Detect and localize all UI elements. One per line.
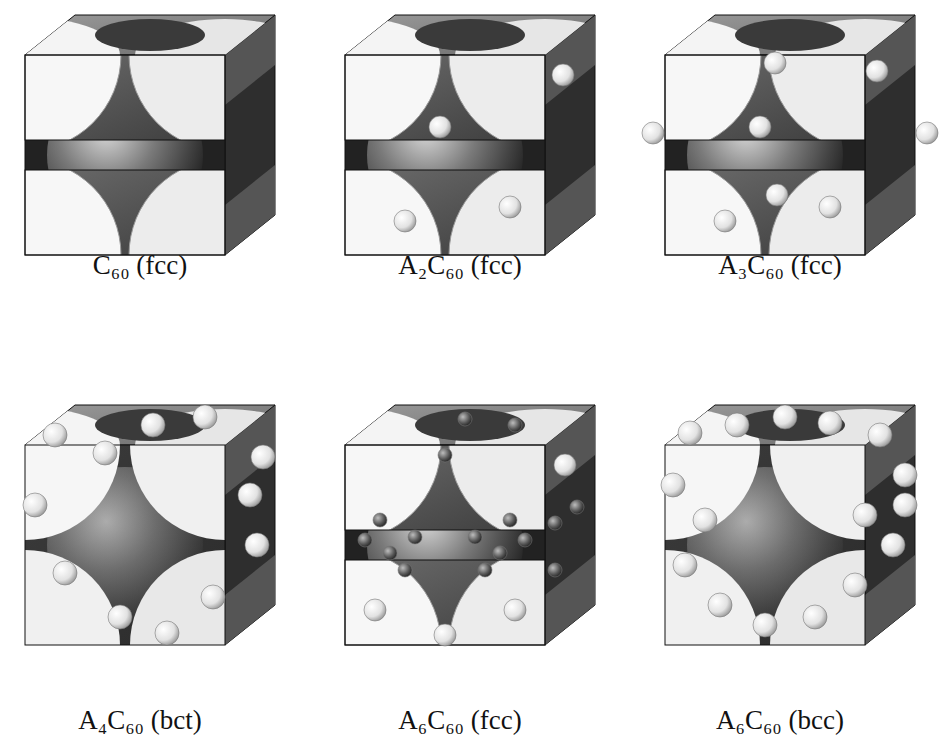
structure-caption: A₆C₆₀ (fcc) (310, 705, 610, 736)
caption-text: A₆C₆₀ (fcc) (398, 705, 521, 735)
caption-text: A₃C₆₀ (fcc) (718, 250, 841, 280)
unit-cell (249, 349, 641, 741)
structure-caption: A₃C₆₀ (fcc) (630, 250, 930, 281)
unit-cell (0, 405, 315, 645)
caption-text: C₆₀ (fcc) (93, 250, 188, 280)
unit-cell (0, 0, 321, 351)
caption-text: A₂C₆₀ (fcc) (398, 250, 521, 280)
caption-text: A₆C₆₀ (bcc) (716, 705, 844, 735)
unit-cell (249, 0, 641, 351)
structure-caption: A₆C₆₀ (bcc) (630, 705, 930, 736)
structure-caption: A₄C₆₀ (bct) (0, 705, 290, 736)
structure-caption: A₂C₆₀ (fcc) (310, 250, 610, 281)
unit-cell (570, 405, 947, 645)
unit-cell (569, 0, 947, 351)
structure-caption: C₆₀ (fcc) (0, 250, 290, 281)
caption-text: A₄C₆₀ (bct) (78, 705, 201, 735)
